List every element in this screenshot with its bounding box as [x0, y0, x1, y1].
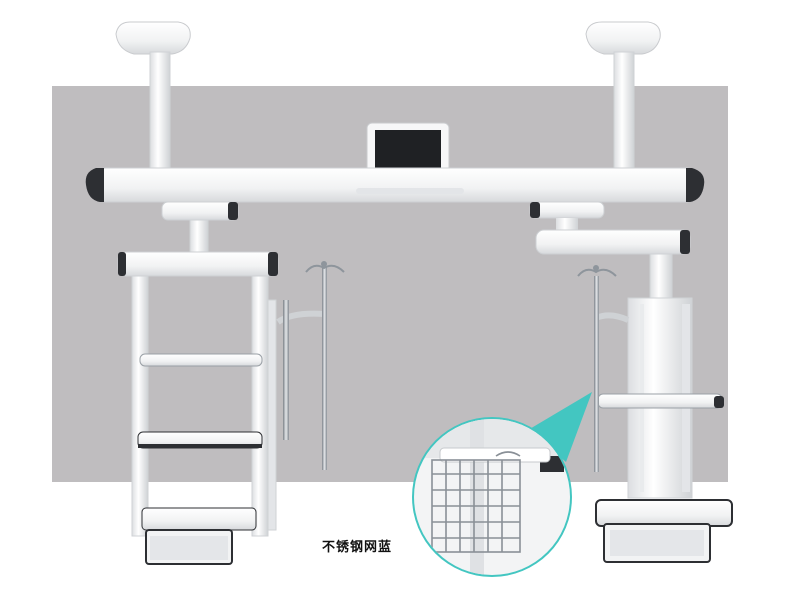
- zoom-detail: [414, 419, 570, 575]
- callout-pointer: [528, 392, 592, 462]
- left-pendant-hanger: [161, 201, 239, 253]
- caption-stainless-basket: 不锈钢网蓝: [322, 540, 393, 555]
- left-iv-pole: [276, 261, 345, 470]
- right-pendant-hanger: [529, 201, 691, 301]
- ceiling-beam: [85, 167, 705, 203]
- wire-basket: [431, 451, 521, 553]
- right-pendant-tower: [595, 297, 733, 563]
- left-pendant-tower: [117, 251, 279, 565]
- ceiling-mount-left: [115, 21, 191, 171]
- right-iv-pole: [577, 265, 630, 472]
- ceiling-mount-right: [585, 21, 661, 171]
